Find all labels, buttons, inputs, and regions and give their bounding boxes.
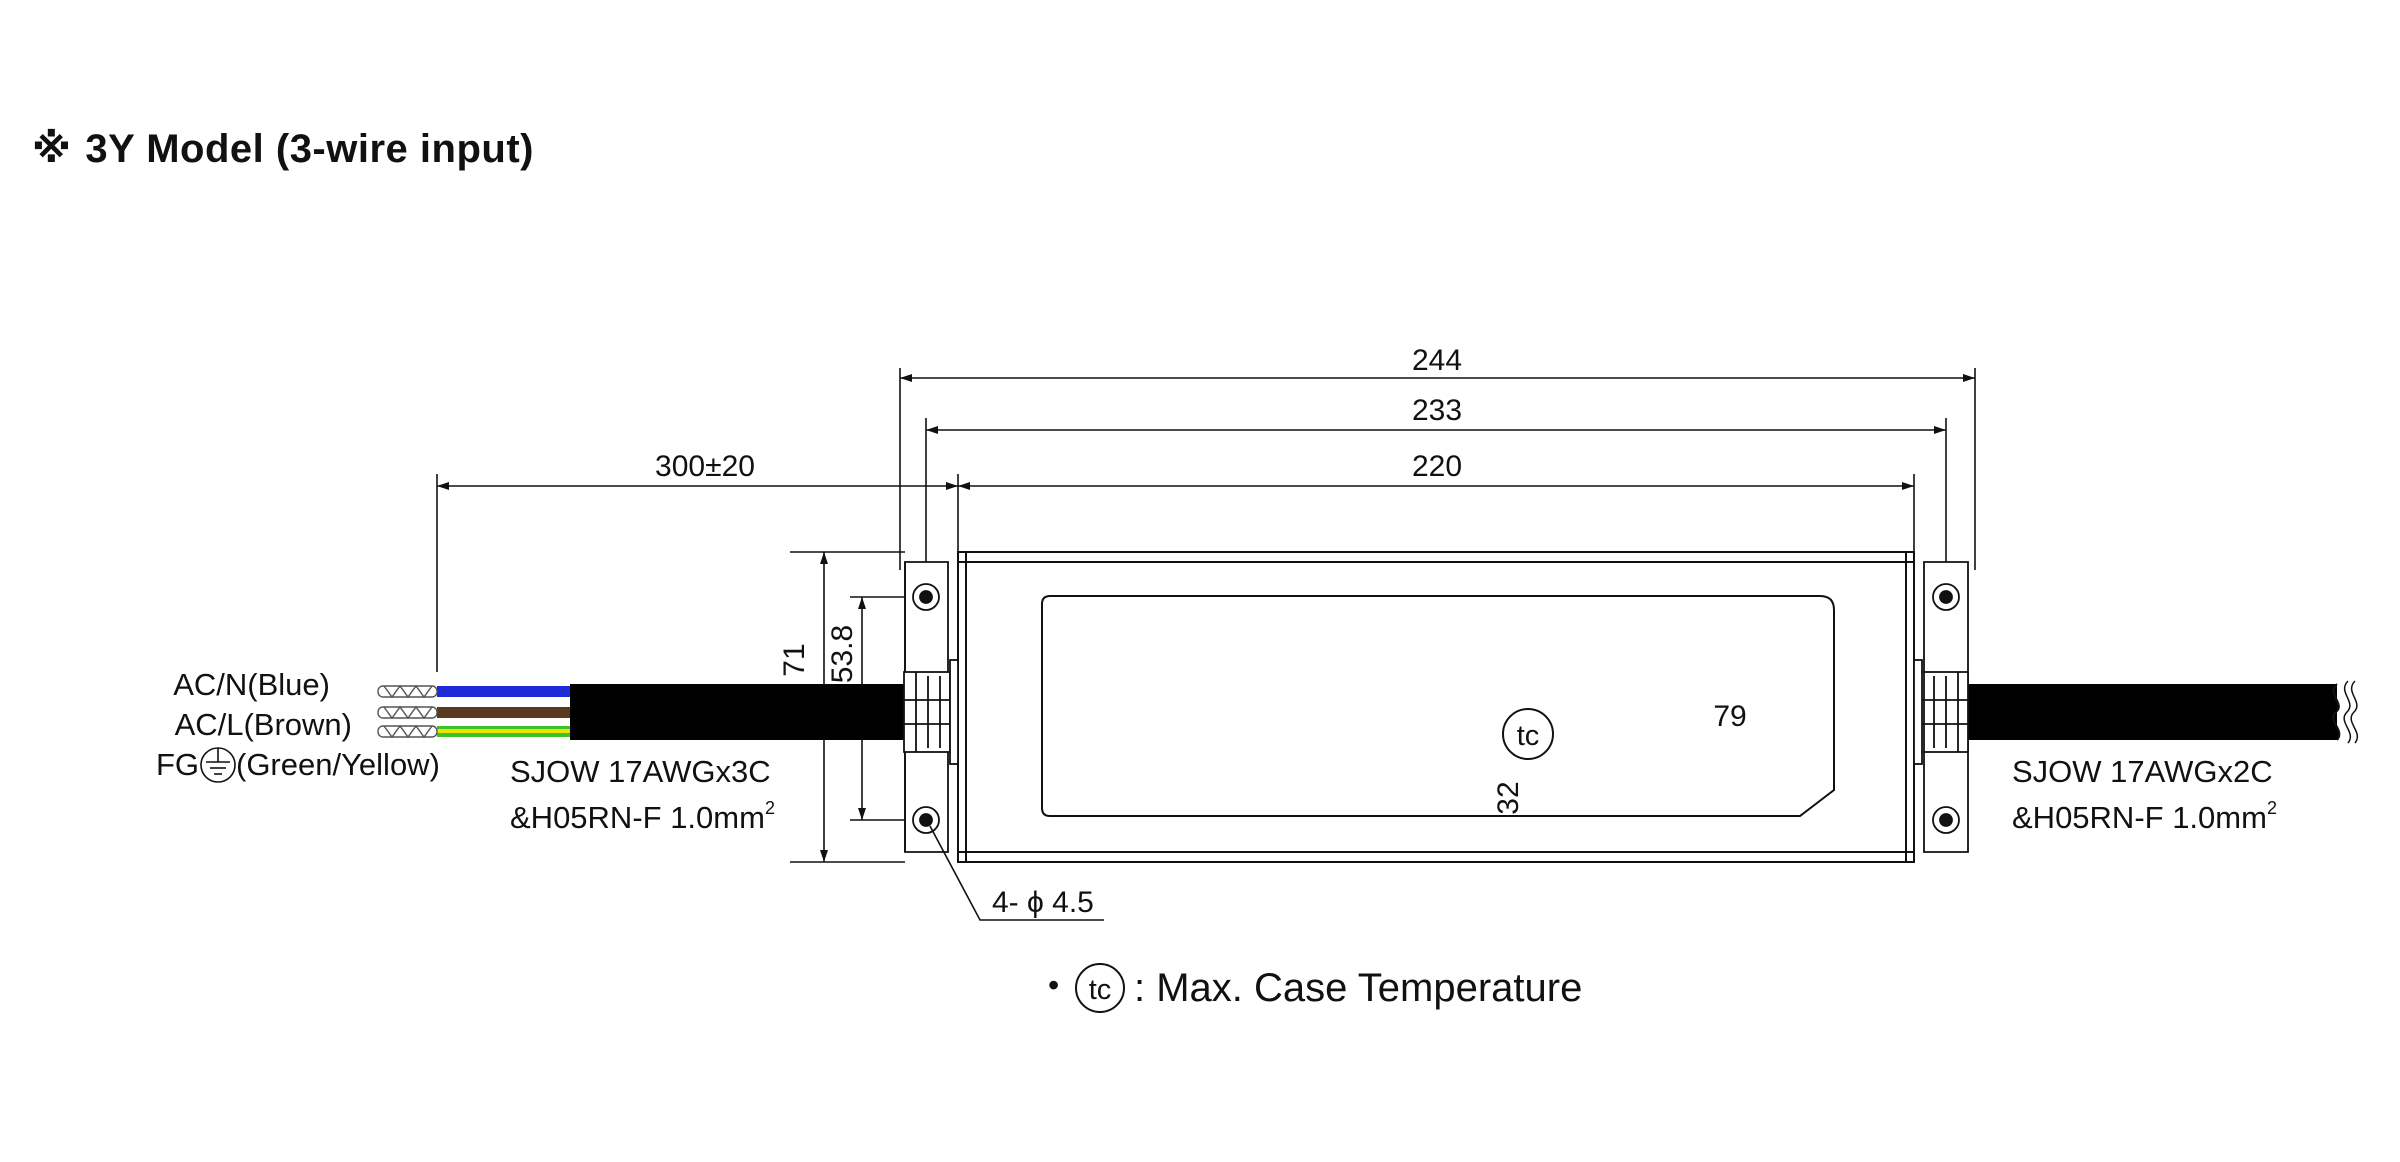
input-cable bbox=[570, 684, 908, 740]
output-cable-spec-2-sup: 2 bbox=[2267, 798, 2277, 818]
dim-233: 233 bbox=[1412, 394, 1462, 427]
wire-label-fg-suffix: (Green/Yellow) bbox=[236, 747, 440, 782]
wire-label-neutral: AC/N(Blue) bbox=[173, 667, 330, 702]
output-cable-spec-1: SJOW 17AWGx2C bbox=[2012, 754, 2273, 789]
mounting-hole-icon bbox=[1932, 806, 1960, 834]
diagram-title: ※ 3Y Model (3-wire input) bbox=[32, 126, 534, 172]
stripped-wire-ends bbox=[377, 684, 438, 739]
ground-icon bbox=[200, 747, 236, 783]
wire-label-fg: FG bbox=[156, 747, 199, 782]
mounting-holes bbox=[912, 583, 1960, 834]
mounting-hole-icon bbox=[912, 806, 940, 834]
diagram-title-text: 3Y Model (3-wire input) bbox=[85, 127, 534, 171]
dim-300: 300±20 bbox=[655, 450, 755, 483]
legend-tc-text: tc bbox=[1089, 974, 1112, 1006]
dim-244: 244 bbox=[1412, 344, 1462, 377]
cable-gland-right bbox=[1913, 659, 1969, 765]
label-area bbox=[1041, 595, 1835, 817]
mounting-hole-icon bbox=[912, 583, 940, 611]
output-cable bbox=[1967, 680, 2358, 744]
cable-gland-left bbox=[903, 659, 959, 765]
dim-holes: 4- ϕ 4.5 bbox=[992, 886, 1094, 919]
output-cable-spec-2: &H05RN-F 1.0mm2 bbox=[2012, 798, 2277, 835]
tc-marker-text: tc bbox=[1517, 720, 1540, 752]
wire-label-live: AC/L(Brown) bbox=[175, 707, 352, 742]
input-cable-spec-2-main: &H05RN-F 1.0mm bbox=[510, 800, 765, 835]
input-cable-spec-2: &H05RN-F 1.0mm2 bbox=[510, 798, 775, 835]
dim-71: 71 bbox=[778, 643, 811, 676]
legend-tc-icon bbox=[1075, 963, 1125, 1013]
dim-79: 79 bbox=[1713, 700, 1746, 733]
legend: • tc : Max. Case Temperature bbox=[1048, 963, 1582, 1013]
legend-text: : Max. Case Temperature bbox=[1134, 966, 1582, 1010]
wire-brown bbox=[437, 707, 573, 718]
tc-marker: tc bbox=[1502, 708, 1554, 760]
reference-mark: ※ bbox=[32, 127, 72, 171]
legend-bullet: • bbox=[1048, 967, 1059, 1003]
dim-53-8: 53.8 bbox=[826, 625, 859, 683]
housing bbox=[957, 551, 1915, 863]
mounting-hole-icon bbox=[1932, 583, 1960, 611]
input-wire-group bbox=[377, 684, 573, 739]
dim-32: 32 bbox=[1492, 781, 1525, 814]
hole-leader bbox=[929, 825, 1104, 921]
input-cable-spec-1: SJOW 17AWGx3C bbox=[510, 754, 771, 789]
dim-220: 220 bbox=[1412, 450, 1462, 483]
wire-blue bbox=[437, 686, 573, 697]
output-cable-spec-2-main: &H05RN-F 1.0mm bbox=[2012, 800, 2267, 835]
input-cable-spec-2-sup: 2 bbox=[765, 798, 775, 818]
